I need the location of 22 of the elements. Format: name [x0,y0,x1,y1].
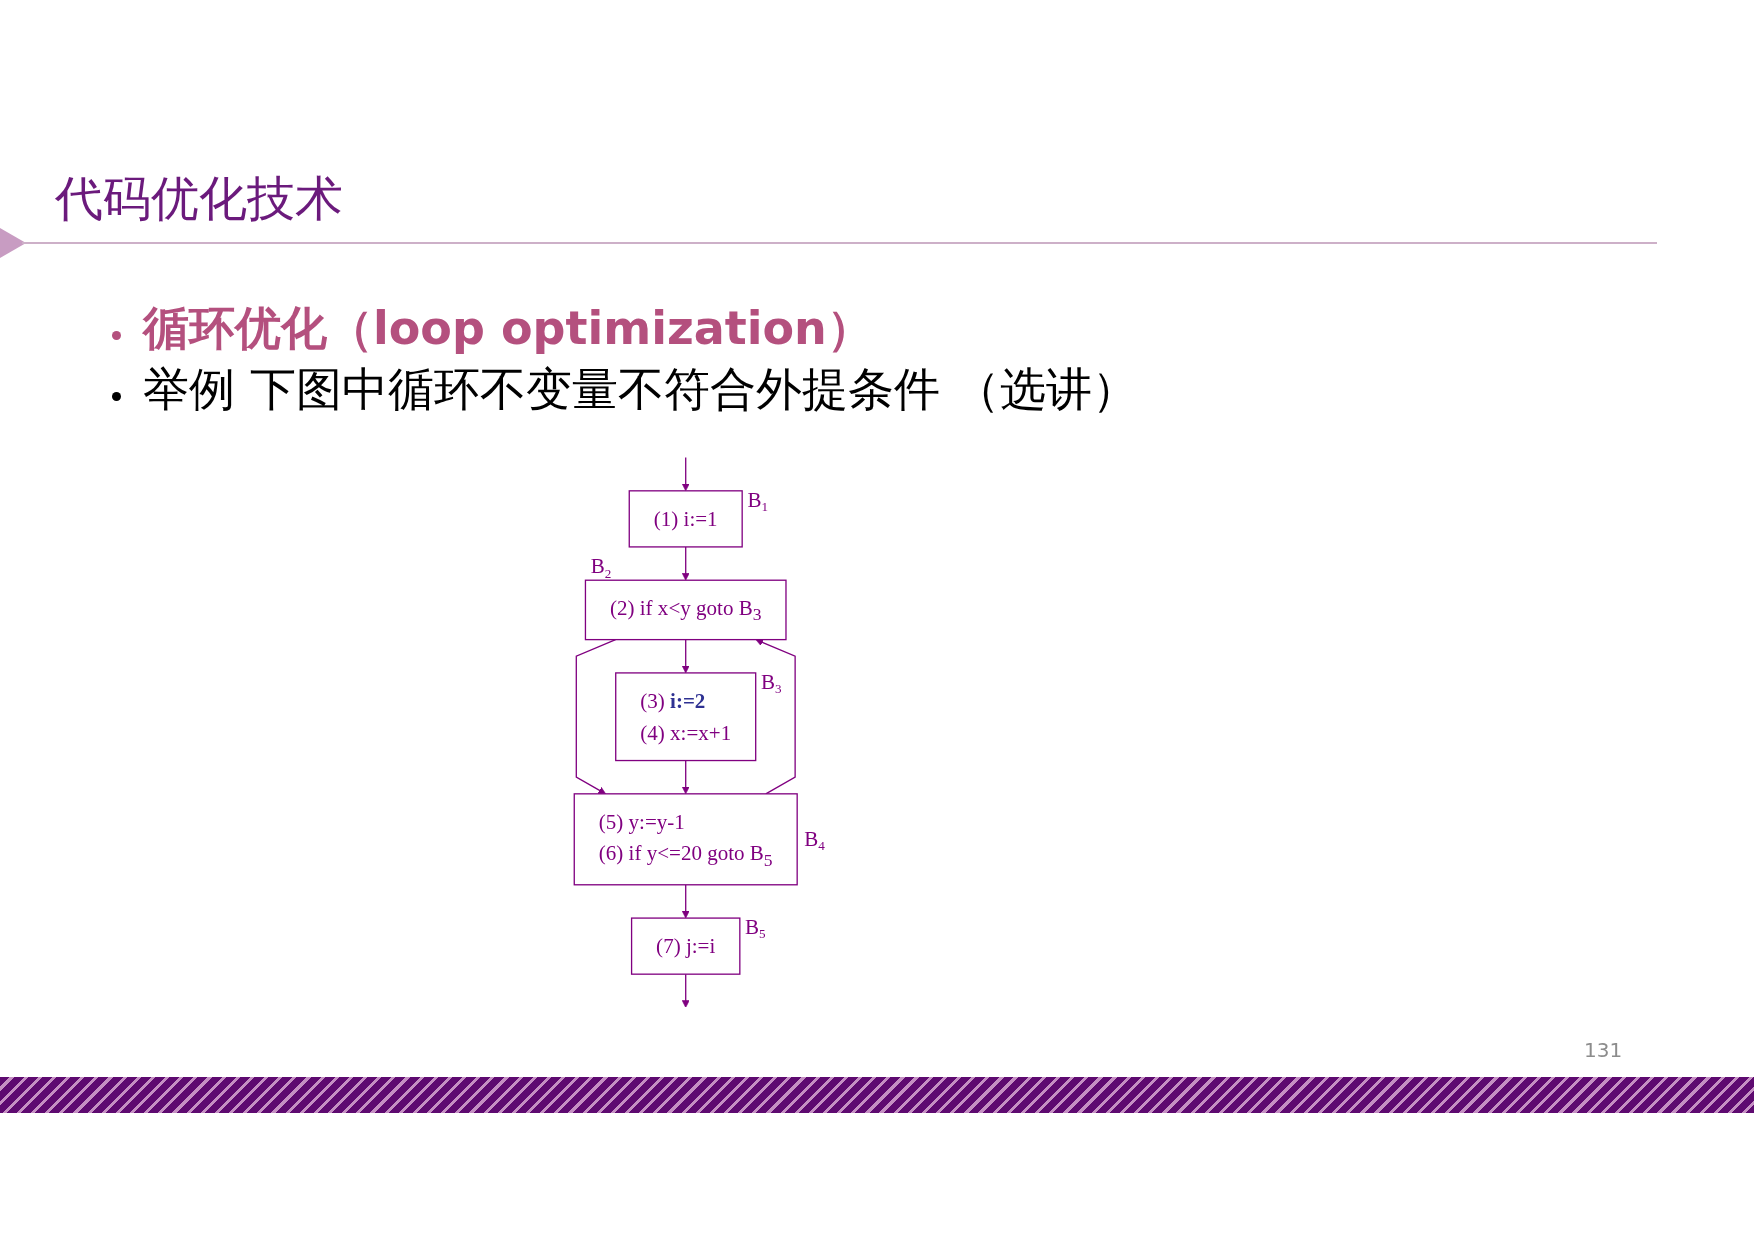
block-name-label: B$_{2}$ [591,554,612,581]
slide-title: 代码优化技术 [55,170,343,226]
flow-arrow [682,759,691,795]
code-block-box: (7) j:=i [631,917,741,975]
flow-arrow [576,638,617,795]
flow-arrow [682,973,691,1008]
bullet-text: 举例 下图中循环不变量不符合外提条件 （选讲） [143,363,1139,416]
flow-arrow [682,884,691,919]
code-block-box: (1) i:=1 [629,490,744,548]
page-number: 131 [1584,1039,1623,1062]
block-name-label: B$_{3}$ [761,669,783,697]
bullet-heading: 循环优化（loop optimization） [143,302,873,355]
flow-arrow [682,638,691,674]
block-name-label: B$_{1}$ [747,487,769,514]
code-block-box: (2) if x<y goto B$_{3}$ [585,579,788,641]
flow-arrow [755,638,797,795]
code-block-box: (3) i:=2 (4) x:=x+1 [615,672,757,762]
code-block-box: (5) y:=y-1 (6) if y<=20 goto B$_{5}$ [574,793,799,886]
block-name-label: B$_{4}$ [804,826,826,853]
block-name-label: B$_{5}$ [745,914,767,942]
flow-arrow [682,546,691,581]
flow-arrow [682,456,691,492]
